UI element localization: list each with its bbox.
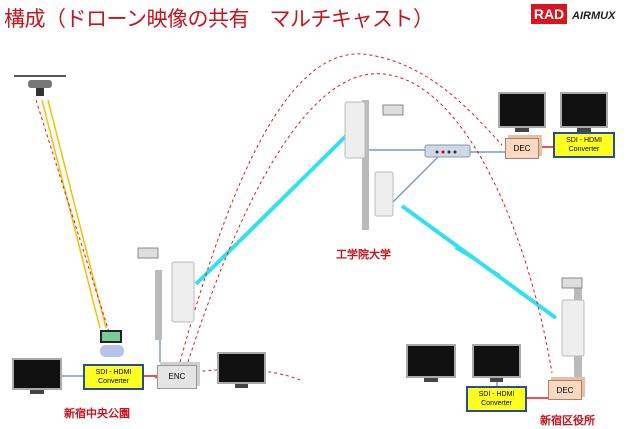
- sdi-hdmi-converter-middle: SDI - HDMI Converter: [553, 132, 615, 158]
- monitor-icon: [472, 344, 521, 382]
- sdi-hdmi-converter-left: SDI - HDMI Converter: [83, 364, 144, 390]
- site-label-right: 新宿区役所: [540, 414, 595, 427]
- decoder-box-right: DEC: [548, 380, 582, 400]
- mast-middle: [344, 100, 404, 230]
- monitor-icon: [12, 358, 62, 394]
- monitor-icon: [560, 92, 608, 132]
- converter-label: SDI - HDMI: [95, 369, 132, 376]
- page-title: 構成（ドローン映像の共有 マルチキャスト）: [4, 7, 434, 31]
- site-label-left: 新宿中央公園: [64, 407, 130, 420]
- encoder-box: ENC: [157, 365, 197, 389]
- decoder-box-middle: DEC: [505, 138, 539, 159]
- red-cables: [143, 146, 553, 399]
- rad-logo: RAD: [531, 4, 567, 24]
- monitor-icon: [217, 352, 266, 388]
- wireless-beams: [194, 130, 558, 320]
- controller-icon: [100, 330, 124, 357]
- converter-label: Converter: [98, 378, 129, 385]
- airmux-logo: AIRMUX: [572, 10, 616, 22]
- mast-left: [137, 247, 195, 340]
- drone-video-link: [41, 99, 107, 329]
- network-switch-icon: [424, 144, 471, 158]
- converter-label: SDI - HDMI: [478, 391, 515, 398]
- drone-icon: [14, 75, 66, 96]
- monitor-icon: [498, 92, 546, 132]
- monitor-icon: [406, 344, 456, 382]
- converter-label: Converter: [481, 400, 512, 407]
- converter-label: Converter: [568, 146, 600, 153]
- mast-right: [561, 277, 585, 380]
- converter-label: SDI - HDMI: [566, 137, 602, 144]
- sdi-hdmi-converter-right: SDI - HDMI Converter: [466, 386, 527, 412]
- site-label-middle: 工学院大学: [336, 248, 391, 261]
